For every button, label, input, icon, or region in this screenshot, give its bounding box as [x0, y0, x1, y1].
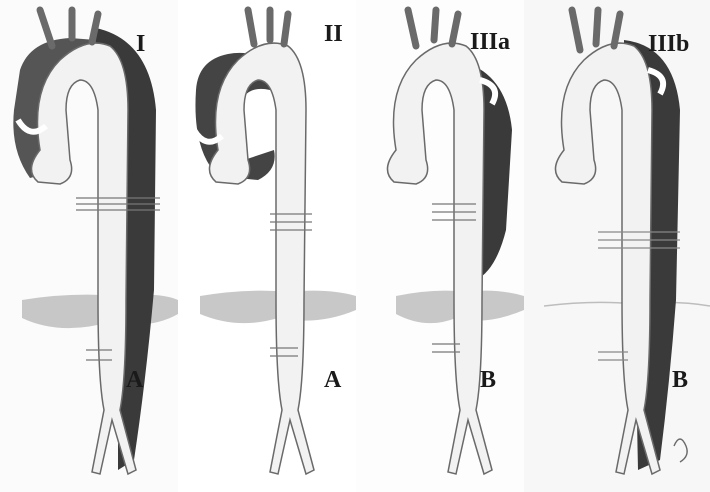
- stanford-label: B: [480, 368, 496, 392]
- type-label: IIIb: [648, 32, 689, 56]
- aorta-drawing-type-iiib: [524, 0, 710, 492]
- panel-type-iiib: IIIb B: [524, 0, 710, 492]
- panel-type-iiia: IIIa B: [356, 0, 524, 492]
- stanford-label: A: [324, 368, 341, 392]
- type-label: I: [136, 32, 145, 56]
- stanford-label: B: [672, 368, 688, 392]
- stanford-label: A: [126, 368, 143, 392]
- panel-type-i: I A: [0, 0, 178, 492]
- type-label: IIIa: [470, 30, 510, 54]
- aorta-drawing-type-iiia: [356, 0, 524, 492]
- aorta-drawing-type-i: [0, 0, 178, 492]
- type-label: II: [324, 22, 343, 46]
- aorta-drawing-type-ii: [178, 0, 356, 492]
- panel-type-ii: II A: [178, 0, 356, 492]
